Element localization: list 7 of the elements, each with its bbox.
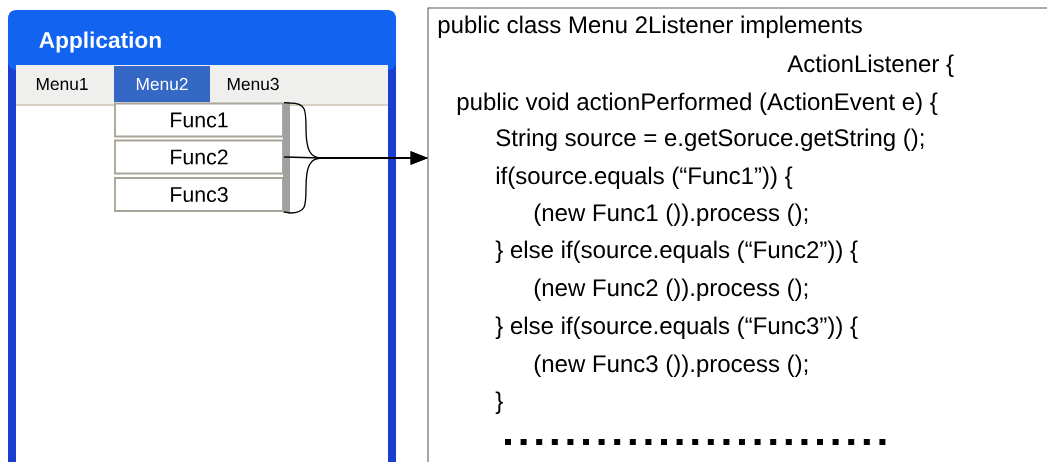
- menu-item: Menu2: [114, 66, 210, 102]
- menu-item: Func2: [114, 139, 284, 175]
- menu-item: Func1: [114, 102, 284, 138]
- menu-item: Func3: [114, 177, 284, 212]
- code-box: public class Menu 2Listener implements ActionListener { public void actionPerformed (ActionEvent e) { String source = e.getSoruce.getString (); if(source.equals (“Func1”)) { (new Func1 ()).process (); } else if(source.equals (“Func2”)) { (new Func2 ()).process (); } else if(source.equals (“Func3”)) { (new Func3 ()).process (); }: [427, 7, 1047, 462]
- menu-item: Menu3: [227, 77, 279, 91]
- menu-item: Menu1: [36, 77, 88, 91]
